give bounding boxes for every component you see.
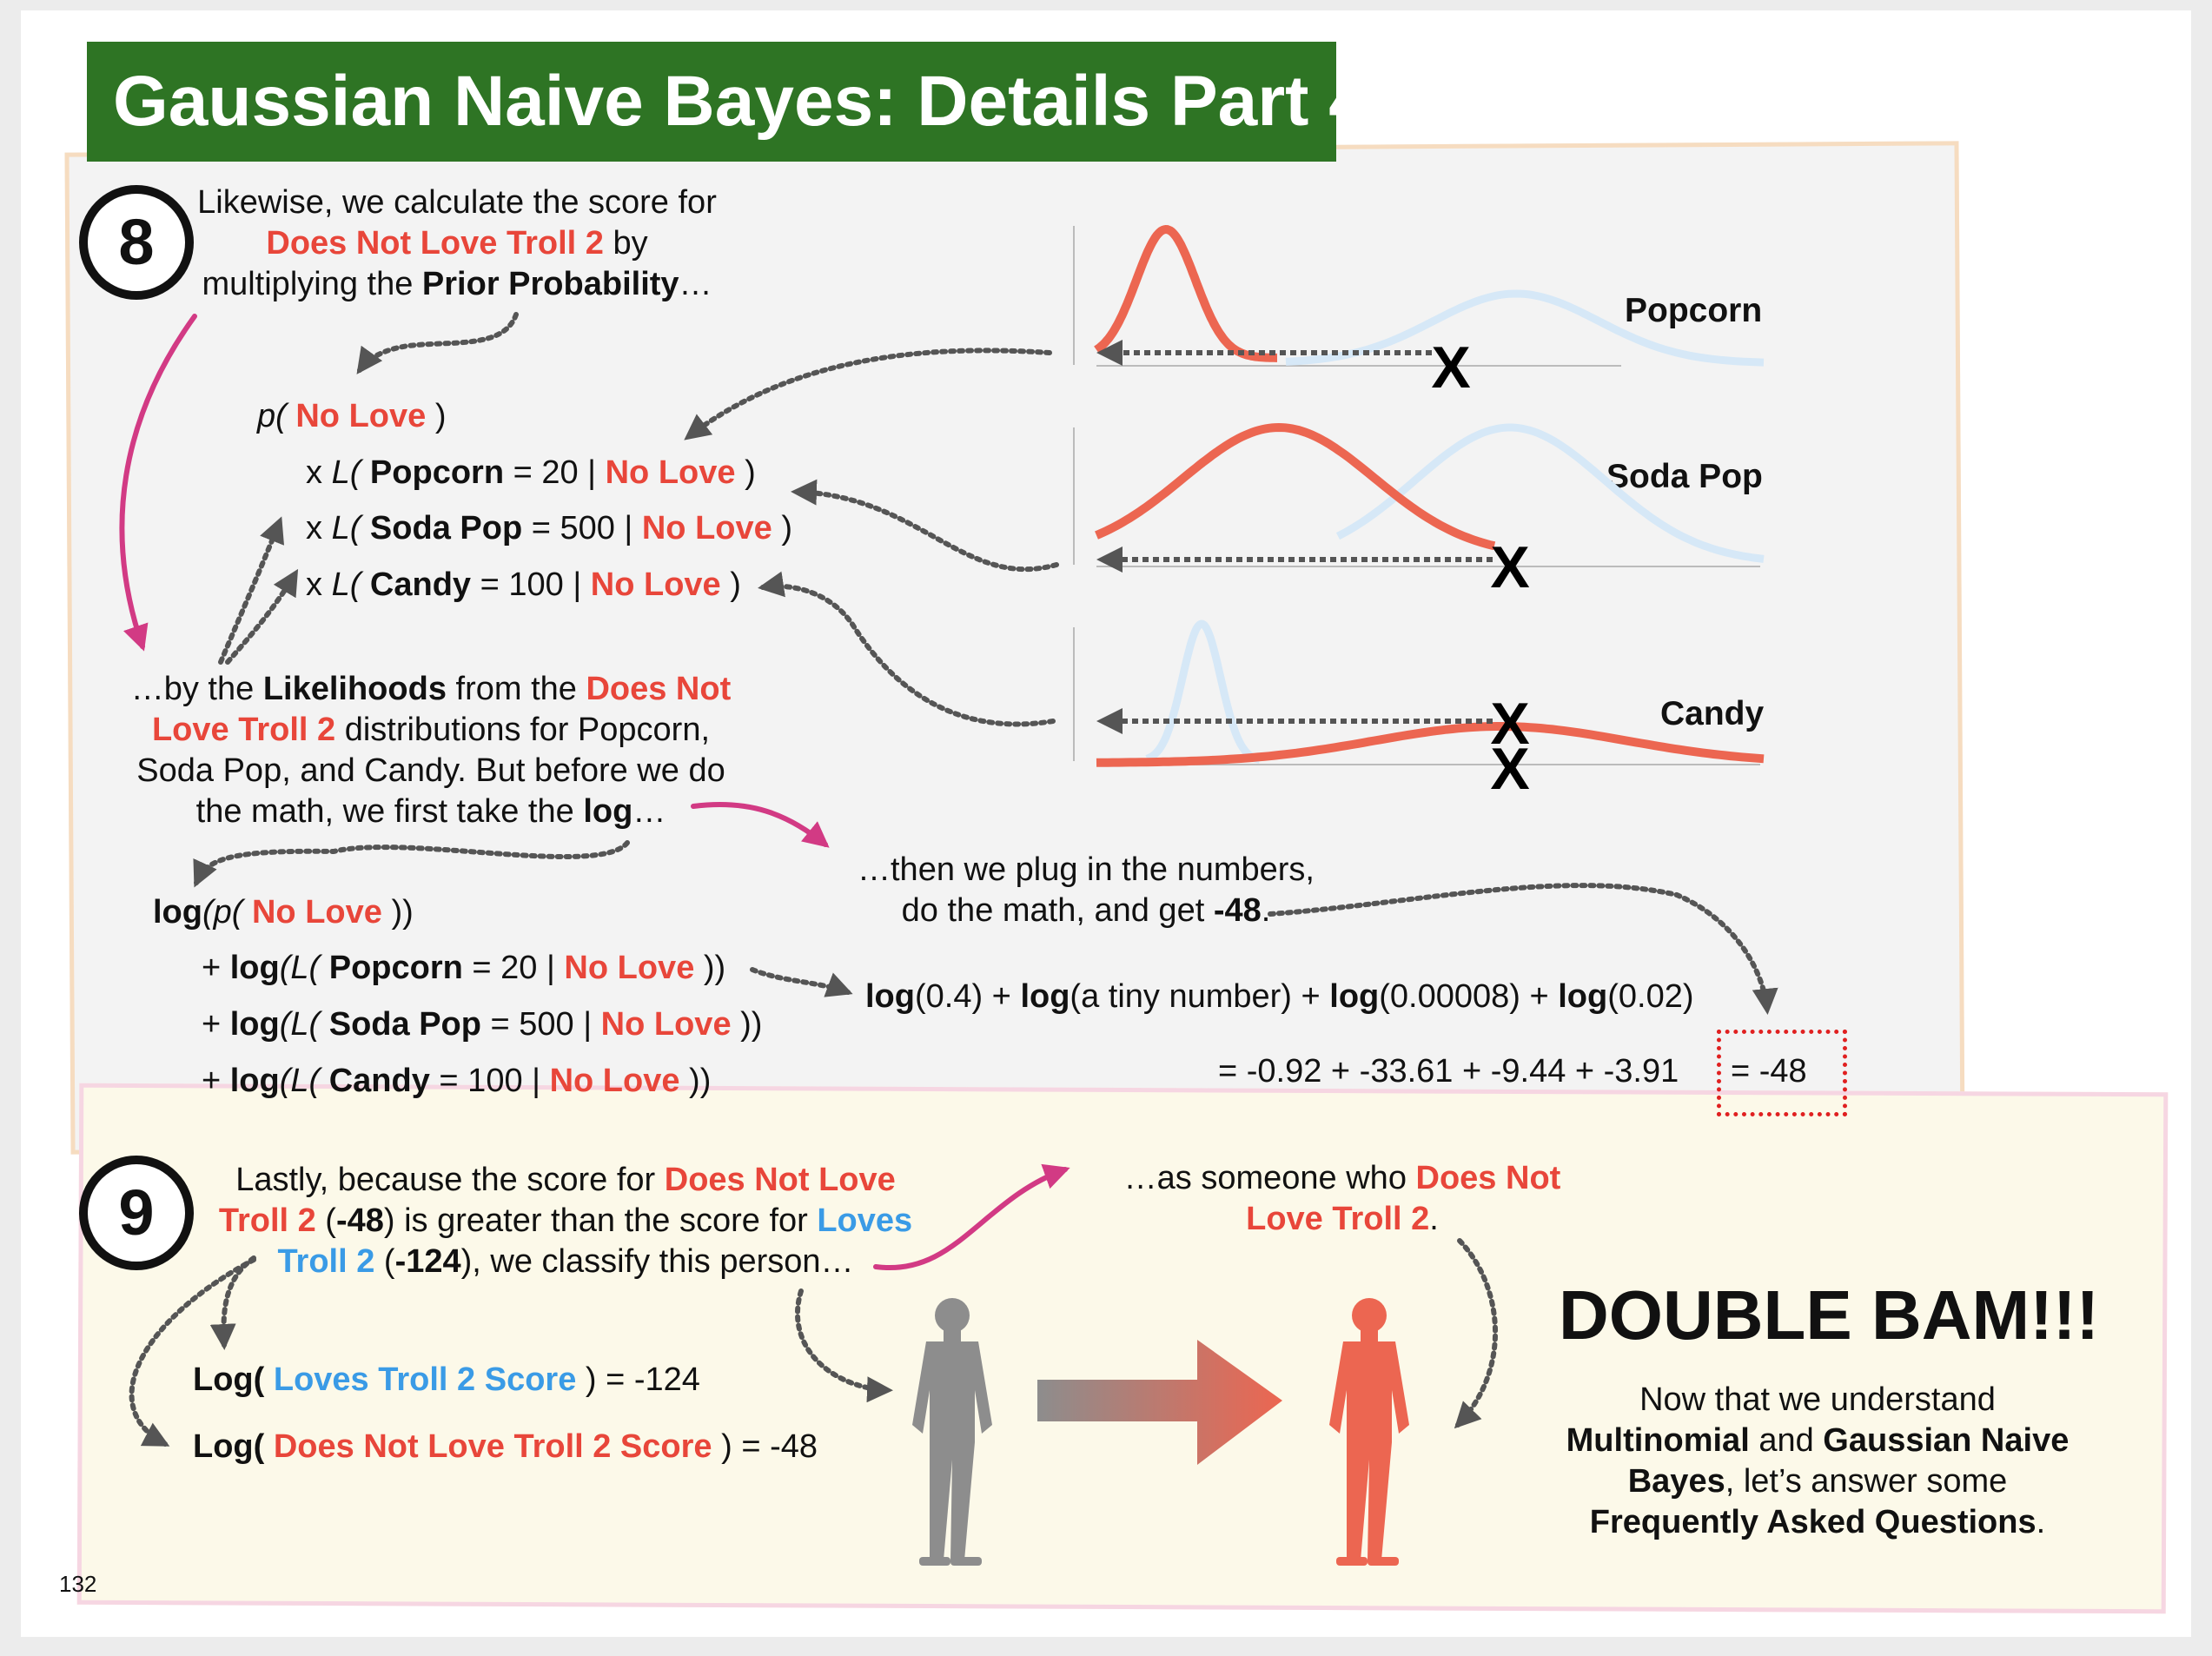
arrow-to-final-score	[1268, 883, 1778, 1015]
gray-person-silhouette	[912, 1298, 992, 1566]
log-values-sum: = -0.92 + -33.61 + -9.44 + -3.91	[1218, 1053, 1679, 1090]
arrow-up-to-candy-term	[225, 568, 299, 665]
candy-x-mark-upper: X	[1490, 691, 1529, 757]
log-candy-term: + log(L( Candy = 100 | No Love ))	[202, 1063, 712, 1099]
log-popcorn-term: + log(L( Popcorn = 20 | No Love ))	[202, 950, 726, 986]
step-8-line2: Does Not Love Troll 2 by	[266, 225, 648, 262]
popcorn-loves-curve	[1285, 289, 1765, 367]
soda-no-love-curve	[1095, 422, 1496, 551]
soda-likelihood-term: x L( Soda Pop = 500 | No Love )	[306, 510, 792, 546]
arrow-up-to-popcorn-term	[218, 516, 285, 665]
popcorn-likelihood-term: x L( Popcorn = 20 | No Love )	[306, 454, 756, 491]
arrow-popcorn-to-term	[684, 348, 1052, 440]
final-score-box	[1717, 1030, 1847, 1116]
chart-label-popcorn: Popcorn	[1625, 292, 1763, 329]
arrow-soda-to-term	[791, 479, 1059, 573]
log-prior-term: log(p( No Love ))	[153, 894, 414, 931]
page: Gaussian Naive Bayes: Details Part 4	[21, 10, 2191, 1637]
candy-no-love-curve	[1096, 722, 1765, 767]
step-8-badge: 8	[79, 185, 194, 300]
arrow-to-classification	[873, 1163, 1070, 1271]
log-soda-term: + log(L( Soda Pop = 500 | No Love ))	[202, 1006, 763, 1043]
step-8-intro: Likewise, we calculate the score for Doe…	[188, 182, 726, 305]
likelihood-explanation: …by the Likelihoods from the Does Not Lo…	[130, 671, 732, 830]
arrow-candy-to-term	[758, 571, 1056, 727]
double-bam-text: Now that we understand Multinomial and G…	[1566, 1381, 2070, 1540]
chart-label-candy: Candy	[1660, 695, 1765, 732]
title-bar: Gaussian Naive Bayes: Details Part 4	[87, 42, 1368, 162]
candy-chart: X X	[1073, 619, 1765, 802]
step-8-line1: Likewise, we calculate the score for	[197, 184, 717, 221]
candy-loves-curve	[1145, 619, 1262, 764]
classification-text: …as someone who Does Not Love Troll 2.	[1123, 1160, 1561, 1237]
step-8-line3: multiplying the Prior Probability…	[202, 266, 712, 302]
page-number: 132	[59, 1571, 97, 1597]
arrow-to-log-values	[750, 967, 853, 997]
chart-label-soda-pop: Soda Pop	[1606, 458, 1763, 495]
arrow-to-red-person	[1454, 1238, 1499, 1429]
popcorn-x-mark: X	[1431, 335, 1470, 401]
magenta-arrows	[119, 314, 1070, 1271]
page-title: Gaussian Naive Bayes: Details Part 4	[113, 62, 1368, 141]
soda-x-mark: X	[1490, 534, 1529, 600]
soda-loves-curve	[1335, 423, 1765, 563]
prior-term: p( No Love )	[257, 398, 447, 434]
arrow-to-not-love-score	[129, 1257, 256, 1447]
arrow-log-to-plug	[691, 801, 830, 848]
popcorn-chart: X	[1073, 224, 1765, 401]
step-9-badge: 9	[79, 1156, 194, 1270]
arrow-to-prior	[356, 312, 519, 374]
plug-in-explanation: …then we plug in the numbers, do the mat…	[858, 851, 1315, 929]
double-bam-heading: DOUBLE BAM!!!	[1559, 1276, 2100, 1354]
arrow-prior-to-likelihoods	[119, 314, 197, 652]
red-person-silhouette	[1329, 1298, 1409, 1566]
arrow-to-log-sum	[193, 840, 630, 888]
dotted-arrows	[129, 312, 1778, 1447]
arrow-to-gray-person	[794, 1288, 893, 1403]
candy-x-mark-lower: X	[1490, 736, 1529, 802]
log-values-expression: log(0.4) + log(a tiny number) + log(0.00…	[865, 978, 1694, 1015]
candy-likelihood-term: x L( Candy = 100 | No Love )	[306, 566, 741, 603]
popcorn-no-love-curve	[1094, 224, 1277, 362]
transition-arrow	[1037, 1340, 1282, 1465]
final-score: = -48	[1731, 1053, 1807, 1090]
step-9-intro: Lastly, because the score for Does Not L…	[218, 1162, 913, 1280]
soda-pop-chart: X	[1073, 422, 1765, 600]
does-not-love-score: Log( Does Not Love Troll 2 Score ) = -48	[193, 1428, 818, 1465]
loves-score: Log( Loves Troll 2 Score ) = -124	[193, 1361, 700, 1398]
